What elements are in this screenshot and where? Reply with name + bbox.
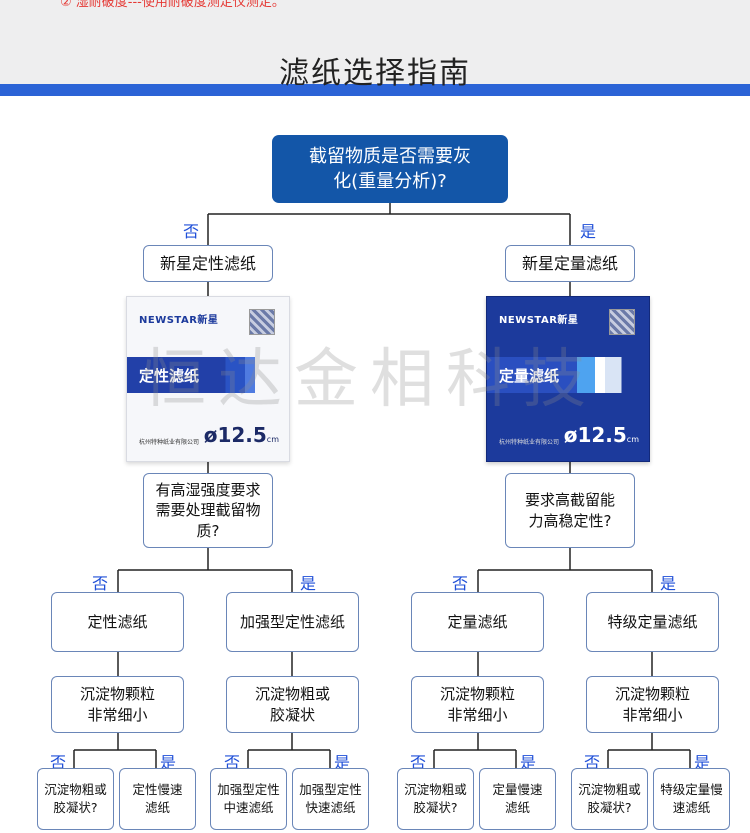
leaf-premium-quantitative-slow: 特级定量慢速滤纸 [653,768,730,830]
package-size: ø12.5cm [204,423,279,447]
package-stripe [487,357,649,393]
package-size-unit: cm [266,435,279,444]
type-premium-quantitative: 特级定量滤纸 [586,592,719,652]
label-no: 否 [183,222,200,241]
package-size: ø12.5cm [564,423,639,447]
product-quantitative: 新星定量滤纸 [505,245,635,282]
condition-fine-particles: 沉淀物颗粒非常细小 [51,676,184,733]
label-no: 否 [224,753,241,772]
leaf-reinforced-fast: 加强型定性快速滤纸 [292,768,369,830]
package-name: 定性滤纸 [139,367,200,385]
type-reinforced-qualitative: 加强型定性滤纸 [226,592,359,652]
label-yes: 是 [580,222,597,241]
condition-coarse-gel: 沉淀物粗或胶凝状 [226,676,359,733]
product-qualitative: 新星定性滤纸 [143,245,273,282]
label-yes: 是 [334,753,351,772]
qualitative-package-image: NEWSTAR新星 定性滤纸 杭州特种纸业有限公司 ø12.5cm [126,296,290,462]
qr-code-icon [249,309,275,335]
condition-fine-particles: 沉淀物颗粒非常细小 [586,676,719,733]
package-maker: 杭州特种纸业有限公司 [139,439,200,446]
qr-code-icon [609,309,635,335]
title-bar-gap [0,96,750,108]
label-yes: 是 [660,574,677,593]
label-yes: 是 [694,753,711,772]
package-maker: 杭州特种纸业有限公司 [499,439,560,446]
leaf-reinforced-medium: 加强型定性中速滤纸 [210,768,287,830]
package-size-unit: cm [626,435,639,444]
title-accent-bar [0,84,750,96]
leaf-quantitative-slow: 定量慢速滤纸 [479,768,556,830]
label-no: 否 [50,753,67,772]
page-title: 滤纸选择指南 [279,56,471,91]
label-yes: 是 [300,574,317,593]
package-stripe [127,357,289,393]
watermark: 恒达金相科技 [142,343,598,417]
condition-fine-particles: 沉淀物颗粒非常细小 [411,676,544,733]
package-brand: NEWSTAR新星 [499,315,579,326]
label-no: 否 [452,574,469,593]
quantitative-package-image: NEWSTAR新星 定量滤纸 杭州特种纸业有限公司 ø12.5cm [486,296,650,462]
root-question: 截留物质是否需要灰化(重量分析)? [272,135,508,203]
package-brand: NEWSTAR新星 [139,315,219,326]
label-no: 否 [410,753,427,772]
label-no: 否 [584,753,601,772]
label-yes: 是 [160,753,177,772]
label-no: 否 [92,574,109,593]
type-qualitative: 定性滤纸 [51,592,184,652]
leaf-coarse-gel-question: 沉淀物粗或胶凝状? [397,768,474,830]
leaf-qualitative-slow: 定性慢速滤纸 [119,768,196,830]
package-size-value: ø12.5 [563,423,627,447]
package-name: 定量滤纸 [499,367,560,385]
type-quantitative: 定量滤纸 [411,592,544,652]
package-size-value: ø12.5 [203,423,267,447]
question-wet-strength: 有高湿强度要求需要处理截留物质? [143,473,273,548]
leaf-coarse-gel-question: 沉淀物粗或胶凝状? [37,768,114,830]
header-note: ② 湿耐破度---使用耐破度测定仪测定。 [60,0,285,10]
leaf-coarse-gel-question: 沉淀物粗或胶凝状? [571,768,648,830]
label-yes: 是 [520,753,537,772]
question-retention: 要求高截留能力高稳定性? [505,473,635,548]
